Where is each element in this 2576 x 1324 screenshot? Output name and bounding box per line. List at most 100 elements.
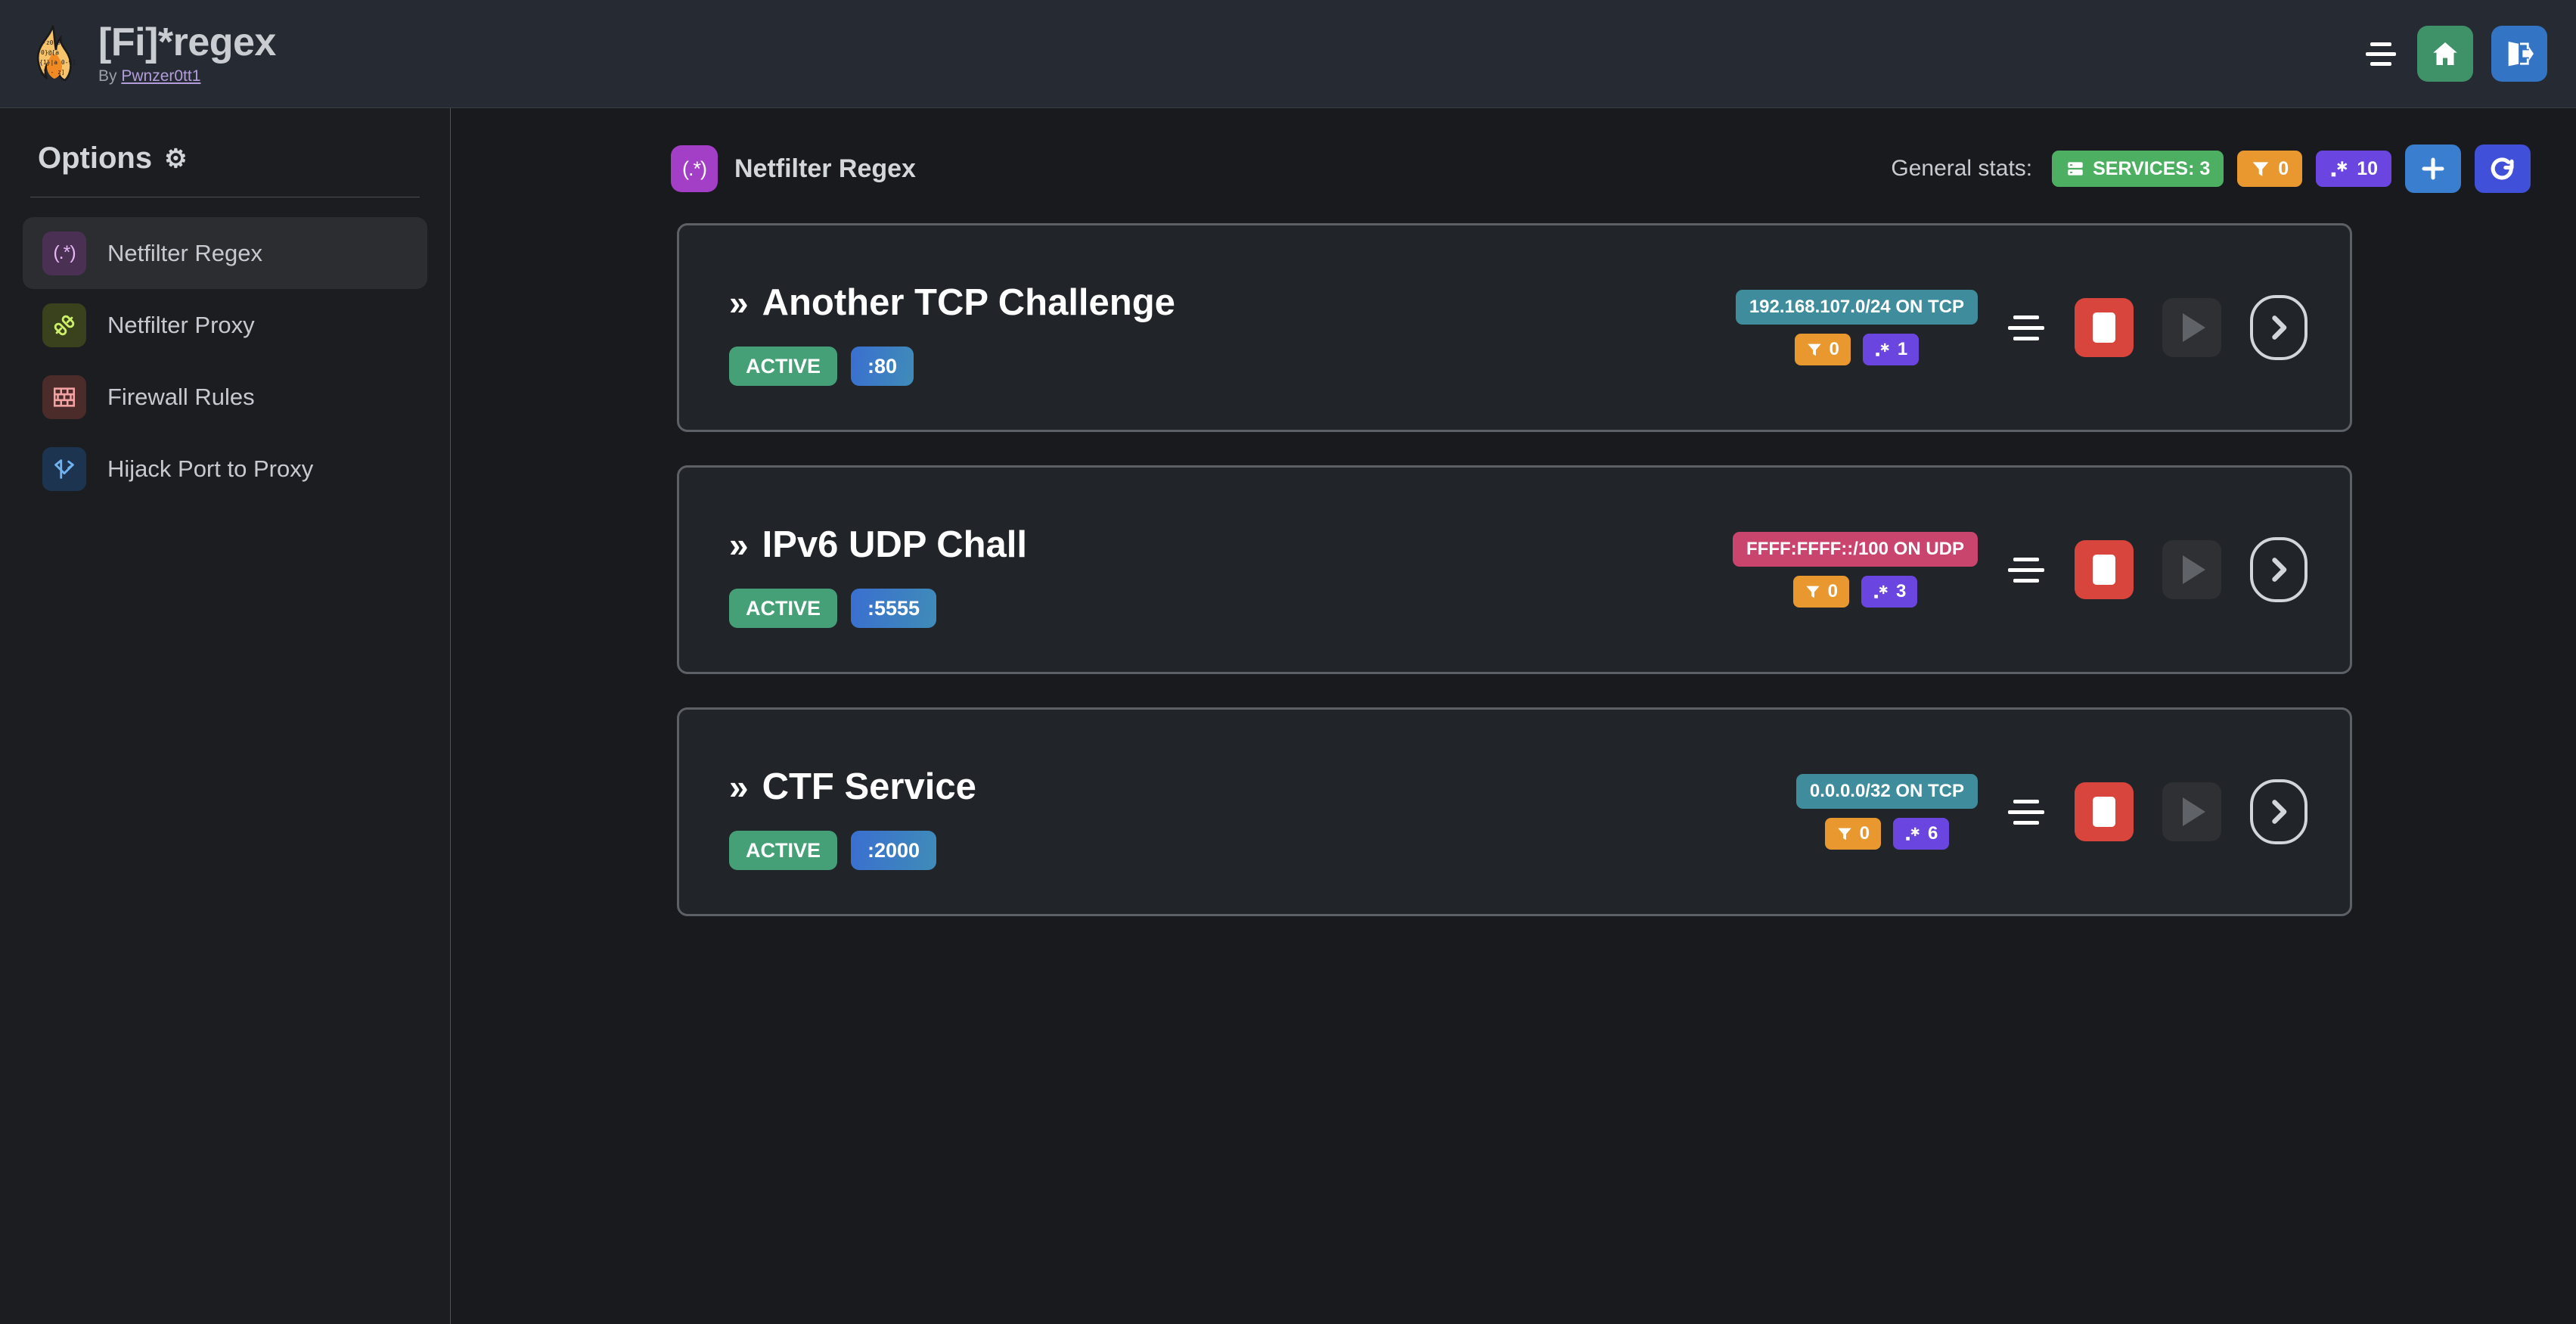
regex-count-badge: 3 (1861, 576, 1918, 608)
service-card[interactable]: » CTF Service ACTIVE :2000 0.0.0.0/32 ON… (677, 707, 2352, 916)
stat-filters-badge[interactable]: 0 (2237, 151, 2303, 187)
regex-count-value: 1 (1897, 339, 1908, 359)
drag-handle-icon[interactable] (2006, 308, 2046, 347)
filter-count-value: 0 (1827, 581, 1838, 601)
regex-icon: (.*) (671, 145, 718, 192)
author-link[interactable]: Pwnzer0tt1 (121, 67, 201, 85)
app-title: [Fi]*regex (98, 20, 276, 65)
by-prefix: By (98, 67, 122, 85)
stop-service-button[interactable] (2075, 540, 2134, 599)
refresh-icon (2491, 157, 2514, 180)
service-title-row: » IPv6 UDP Chall (729, 524, 1027, 566)
sidebar-item-firewall-rules[interactable]: Firewall Rules (23, 361, 427, 433)
drag-handle-icon[interactable] (2006, 550, 2046, 589)
svg-text:{1}|a 0-9]: {1}|a 0-9] (39, 59, 76, 66)
flame-regex-logo-icon: -z0-9 0}@[a {1}|a 0-9] (1 - z] (27, 24, 79, 83)
service-tags: ACTIVE :2000 (729, 831, 976, 870)
service-title-row: » Another TCP Challenge (729, 281, 1175, 324)
drag-handle-icon[interactable] (2006, 792, 2046, 831)
logout-icon (2508, 42, 2534, 67)
service-name: CTF Service (762, 766, 976, 807)
brand-text: [Fi]*regex By Pwnzer0tt1 (98, 22, 276, 85)
gear-icon: ⚙ (164, 144, 188, 173)
service-meta: FFFF:FFFF::/100 ON UDP 0 3 (1733, 532, 1978, 608)
sidebar: Options ⚙ (.*) Netfilter Regex Netfilter… (0, 108, 451, 1324)
chevron-right-icon (2272, 315, 2287, 340)
filter-count-value: 0 (1859, 823, 1870, 844)
double-chevron-icon: » (729, 525, 749, 564)
start-service-button[interactable] (2162, 782, 2221, 841)
sidebar-item-netfilter-regex[interactable]: (.*) Netfilter Regex (23, 217, 427, 289)
stat-regexes-badge[interactable]: 10 (2316, 151, 2391, 187)
service-details-button[interactable] (2250, 295, 2308, 360)
home-button[interactable] (2417, 26, 2473, 82)
sidebar-item-label: Firewall Rules (107, 383, 255, 410)
regex-count-badge: 1 (1862, 334, 1920, 365)
filter-icon (1837, 828, 1851, 841)
hamburger-menu-icon[interactable] (2363, 39, 2399, 69)
app-header: -z0-9 0}@[a {1}|a 0-9] (1 - z] [Fi]*rege… (0, 0, 2576, 108)
filter-count-badge: 0 (1792, 576, 1849, 608)
network-badge: 0.0.0.0/32 ON TCP (1795, 774, 1978, 809)
service-name: Another TCP Challenge (762, 282, 1175, 323)
service-card[interactable]: » Another TCP Challenge ACTIVE :80 192.1… (677, 223, 2352, 432)
service-meta: 192.168.107.0/24 ON TCP 0 1 (1735, 290, 1978, 365)
general-stats: General stats: SERVICES: 3 0 10 (1891, 145, 2531, 193)
regex-count-badge: 6 (1892, 818, 1950, 850)
service-actions: 0.0.0.0/32 ON TCP 0 6 (1795, 710, 2308, 914)
service-card[interactable]: » IPv6 UDP Chall ACTIVE :5555 FFFF:FFFF:… (677, 465, 2352, 674)
filter-icon (2252, 162, 2269, 176)
add-service-button[interactable] (2405, 145, 2461, 193)
stat-services-badge[interactable]: SERVICES: 3 (2052, 151, 2224, 187)
status-badge: ACTIVE (729, 589, 838, 628)
service-meta: 0.0.0.0/32 ON TCP 0 6 (1795, 774, 1978, 850)
sidebar-nav: (.*) Netfilter Regex Netfilter Proxy Fir… (23, 217, 427, 505)
stop-icon (2093, 555, 2115, 585)
regex-icon (1874, 585, 1888, 598)
sidebar-heading-label: Options (38, 141, 153, 175)
service-counters: 0 1 (1794, 334, 1920, 365)
filter-count-badge: 0 (1824, 818, 1881, 850)
stop-icon (2093, 797, 2115, 827)
service-name: IPv6 UDP Chall (762, 524, 1027, 565)
service-actions: FFFF:FFFF::/100 ON UDP 0 3 (1733, 468, 2308, 672)
svg-text:-z0-9: -z0-9 (42, 39, 61, 46)
logout-button[interactable] (2491, 26, 2547, 82)
stop-service-button[interactable] (2075, 298, 2134, 357)
plus-icon (2422, 157, 2444, 180)
sidebar-item-netfilter-proxy[interactable]: Netfilter Proxy (23, 289, 427, 361)
regex-count-value: 6 (1927, 823, 1938, 844)
filter-icon (1807, 343, 1821, 356)
service-counters: 0 3 (1792, 576, 1918, 608)
service-tags: ACTIVE :5555 (729, 589, 1027, 628)
service-info: » CTF Service ACTIVE :2000 (729, 766, 976, 870)
service-details-button[interactable] (2250, 779, 2308, 844)
service-actions: 192.168.107.0/24 ON TCP 0 1 (1735, 225, 2308, 430)
start-service-button[interactable] (2162, 540, 2221, 599)
service-list: » Another TCP Challenge ACTIVE :80 192.1… (452, 193, 2576, 916)
service-details-button[interactable] (2250, 537, 2308, 602)
service-counters: 0 6 (1824, 818, 1950, 850)
stat-regexes-label: 10 (2357, 157, 2378, 179)
service-title-row: » CTF Service (729, 766, 976, 808)
general-stats-label: General stats: (1891, 156, 2033, 181)
play-icon (2183, 797, 2205, 826)
double-chevron-icon: » (729, 767, 749, 807)
main-header: (.*) Netfilter Regex General stats: SERV… (452, 108, 2576, 193)
port-badge: :5555 (851, 589, 937, 628)
plug-icon (42, 303, 86, 347)
network-badge: FFFF:FFFF::/100 ON UDP (1733, 532, 1978, 567)
author-line: By Pwnzer0tt1 (98, 67, 276, 85)
regex-icon: (.*) (42, 231, 86, 275)
stat-services-label: SERVICES: 3 (2093, 157, 2211, 179)
sidebar-item-label: Netfilter Proxy (107, 311, 255, 338)
filter-icon (1805, 586, 1820, 598)
double-chevron-icon: » (729, 283, 749, 322)
service-tags: ACTIVE :80 (729, 347, 1175, 386)
sidebar-item-hijack-port-to-proxy[interactable]: Hijack Port to Proxy (23, 433, 427, 505)
stop-icon (2093, 312, 2115, 343)
stop-service-button[interactable] (2075, 782, 2134, 841)
start-service-button[interactable] (2162, 298, 2221, 357)
refresh-button[interactable] (2475, 145, 2531, 193)
status-badge: ACTIVE (729, 831, 838, 870)
